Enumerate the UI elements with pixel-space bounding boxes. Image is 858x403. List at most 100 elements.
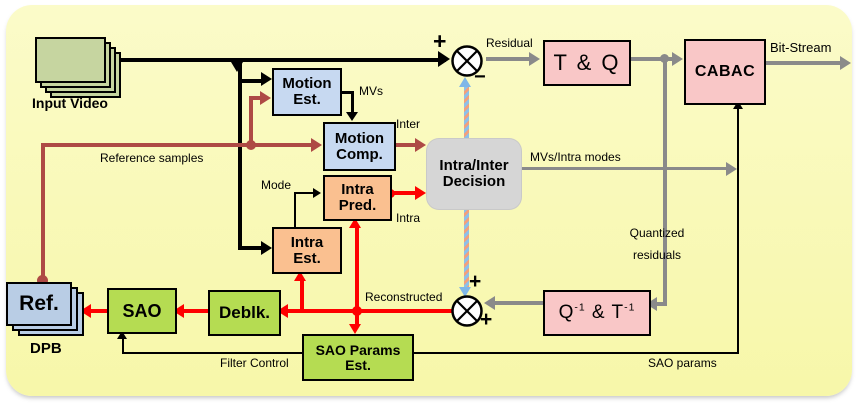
mode-elbow-horizontal [294, 192, 314, 194]
arrowhead-intra-into-decision [415, 186, 426, 200]
arrowhead-prediction-into-adder [459, 287, 471, 297]
tq-to-cabac-line [627, 57, 673, 61]
filter-control-line [122, 352, 303, 354]
mode-label: Mode [261, 178, 292, 192]
prediction-dashed-line-upper [464, 87, 469, 139]
input-to-subtractor-line [104, 58, 446, 62]
sao-params-est-line1: SAO Params [315, 341, 401, 358]
arrowhead-into-motion-comp-ref [311, 138, 322, 152]
mvs-label: MVs [359, 84, 383, 98]
intra-pred-line1: Intra [341, 181, 374, 199]
subtractor-plus-sign: + [433, 28, 447, 54]
motion-comp-line1: Motion [334, 129, 385, 147]
reference-samples-branch-vertical [249, 99, 253, 145]
input-vertical-line [238, 60, 242, 250]
deblk-label: Deblk. [218, 303, 271, 323]
arrowhead-into-ref [80, 304, 91, 318]
tq-output-junction-dot [660, 54, 669, 63]
filter-control-label: Filter Control [220, 356, 289, 370]
reconstructed-label: Reconstructed [365, 290, 443, 304]
intra-est-line1: Intra [290, 233, 324, 251]
arrowhead-into-cabac [672, 52, 683, 66]
deblocking-filter-box: Deblk. [208, 290, 281, 336]
sao-label: SAO [122, 300, 162, 321]
quantized-residuals-line2: residuals [632, 248, 682, 262]
inverse-quant-transform-box: Q-1 & T-1 [543, 290, 651, 336]
cabac-box: CABAC [684, 39, 766, 105]
arrowhead-into-subtractor [438, 51, 450, 67]
motion-comp-box: Motion Comp. [323, 122, 396, 171]
arrowhead-into-motion-est [261, 72, 272, 86]
iqit-sup2: -1 [624, 302, 636, 314]
iqit-sup1: -1 [574, 302, 586, 314]
dpb-label: DPB [30, 340, 62, 357]
intra-pred-box: Intra Pred. [323, 175, 392, 221]
arrowhead-into-cabac-bottom [733, 101, 743, 109]
arrowhead-into-adder-right [484, 296, 495, 310]
bitstream-label: Bit-Stream [770, 40, 832, 55]
intra-pred-line2: Pred. [338, 197, 377, 214]
arrowhead-into-iqit [646, 297, 657, 311]
sao-filter-box: SAO [107, 288, 177, 334]
adder-circle [451, 295, 483, 327]
motion-est-line1: Motion [282, 75, 332, 93]
filter-control-vertical [122, 339, 124, 353]
reference-samples-branch-horizontal [249, 96, 261, 100]
intra-label: Intra [396, 211, 421, 225]
arrowhead-into-deblk [277, 304, 288, 318]
cabac-label: CABAC [694, 62, 756, 80]
reference-samples-vertical-line [41, 145, 45, 283]
iqit-to-adder-line [495, 301, 543, 305]
reconstructed-junction-dot [352, 306, 362, 316]
intra-est-line2: Est. [293, 249, 321, 267]
prediction-dashed-line-lower [464, 209, 469, 287]
input-video-label: Input Video [32, 95, 108, 111]
arrowhead-into-motion-est-ref [260, 91, 271, 105]
ref-label: Ref. [19, 292, 59, 316]
subtractor-circle [451, 45, 483, 77]
sao-params-est-box: SAO Params Est. [302, 334, 414, 381]
residual-label: Residual [486, 36, 533, 50]
adder-plus-top-sign: + [469, 270, 482, 293]
mvs-elbow-vertical [351, 91, 354, 113]
mvs-intra-modes-label: MVs/Intra modes [530, 150, 621, 164]
input-video-frame-1 [35, 37, 106, 83]
sao-to-ref-line [91, 309, 107, 313]
inter-arrow-line [392, 143, 417, 147]
reconstructed-up-to-intra-est [300, 281, 304, 309]
arrowhead-inter-into-decision [415, 138, 426, 152]
mode-elbow-vertical [294, 192, 296, 227]
quantized-residuals-label: Quantized residuals [618, 222, 696, 266]
reconstructed-up-to-intra-pred [355, 228, 359, 309]
motion-comp-line2: Comp. [336, 145, 383, 163]
sao-params-label: SAO params [648, 356, 717, 370]
arrowhead-into-intra-pred-left [313, 188, 321, 198]
motion-est-box: Motion Est. [272, 68, 342, 116]
arrowhead-into-intra-est [261, 241, 272, 255]
reference-samples-junction-dot [246, 140, 256, 150]
arrowhead-mvs-intra-modes [726, 162, 737, 176]
branch-to-motion-est-line [240, 79, 262, 83]
reference-samples-cap-dot [37, 275, 48, 286]
reference-samples-horizontal-line [41, 143, 312, 147]
sao-params-est-line2: Est. [345, 356, 371, 373]
inter-label: Inter [396, 117, 421, 131]
reconstructed-down-to-sao-params [355, 313, 359, 325]
arrowhead-into-sao-params-est [349, 324, 361, 334]
quantized-residuals-vertical-line [663, 59, 667, 306]
sao-params-line [410, 352, 739, 354]
arrowhead-into-tq [529, 52, 540, 66]
arrowhead-into-motion-comp-top [346, 112, 358, 121]
bitstream-line [762, 61, 842, 65]
arrowhead-into-sao [173, 304, 184, 318]
reconstructed-line [287, 309, 452, 313]
iqit-label: Q-1 & T-1 [559, 303, 636, 323]
intra-est-box: Intra Est. [272, 227, 342, 274]
decision-line1: Intra/Inter [439, 157, 509, 175]
ref-picture-box: Ref. [6, 282, 72, 326]
quantized-residuals-elbow [656, 302, 666, 306]
transform-quant-box: T & Q [543, 40, 631, 86]
iqit-base2: & T [585, 302, 625, 324]
motion-est-line2: Est. [293, 91, 321, 108]
